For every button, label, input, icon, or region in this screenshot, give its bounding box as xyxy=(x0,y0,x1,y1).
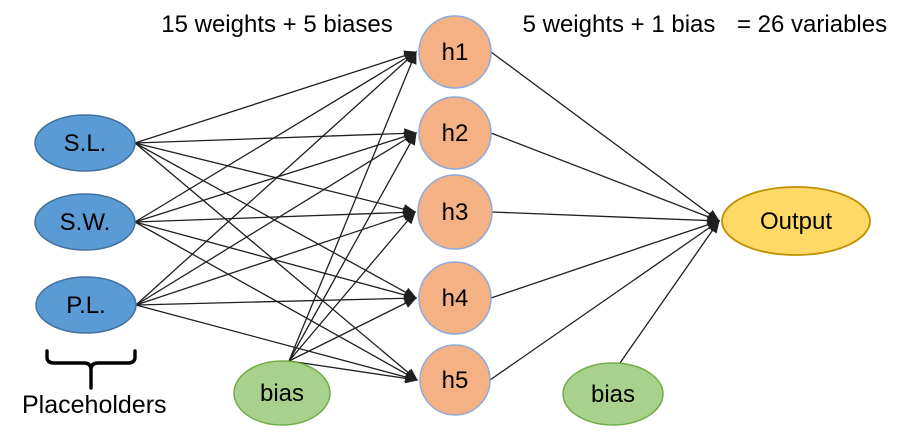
node-label-h2: h2 xyxy=(442,120,469,147)
edge-PL-h3 xyxy=(135,210,417,306)
edge-b1-h4 xyxy=(288,297,418,362)
edge-SW-h3 xyxy=(134,207,417,223)
edge-SW-h4 xyxy=(134,221,418,300)
total-variables: = 26 variables xyxy=(737,11,887,38)
node-h4: h4 xyxy=(418,261,492,335)
hidden-layer-count: 15 weights + 5 biases xyxy=(161,11,392,38)
node-label-h3: h3 xyxy=(442,199,469,226)
output-node-shape xyxy=(721,186,871,256)
edge-SW-h1 xyxy=(134,51,418,223)
node-label-b1: bias xyxy=(260,380,304,407)
edge-h2-out xyxy=(490,132,721,222)
node-h2: h2 xyxy=(418,96,492,170)
node-label-SW: S.W. xyxy=(60,209,111,236)
node-label-h1: h1 xyxy=(442,39,469,66)
edge-SW-h2 xyxy=(134,131,418,223)
hidden-node-shape xyxy=(418,15,492,89)
edge-b1-h3 xyxy=(288,211,416,362)
node-SW: S.W. xyxy=(34,193,136,251)
node-layer: S.L. S.W. P.L. h1 h2 h3 h4 h5 bias bias Output xyxy=(34,15,871,426)
node-b2: bias xyxy=(562,362,664,426)
edge-SL-h5 xyxy=(134,142,418,381)
hidden-node-shape xyxy=(419,344,491,416)
input-node-shape xyxy=(34,114,136,172)
input-node-shape xyxy=(35,276,137,334)
node-h1: h1 xyxy=(418,15,492,89)
output-layer-count: 5 weights + 1 bias xyxy=(523,11,716,38)
edge-PL-h5 xyxy=(135,304,419,383)
edge-SL-h1 xyxy=(134,50,418,144)
node-label-h4: h4 xyxy=(442,285,469,312)
edge-PL-h2 xyxy=(135,132,418,306)
input-node-shape xyxy=(34,193,136,251)
edge-h4-out xyxy=(490,219,721,299)
edge-b2-out xyxy=(619,219,720,364)
bias-node-shape xyxy=(562,362,664,426)
edge-h1-out xyxy=(490,51,721,222)
edge-b1-h2 xyxy=(288,131,417,362)
edge-layer xyxy=(134,50,721,384)
bias-node-shape xyxy=(233,360,331,426)
edge-PL-h1 xyxy=(135,51,417,306)
edge-SL-h4 xyxy=(134,142,418,299)
edge-SL-h2 xyxy=(134,128,418,144)
node-label-out: Output xyxy=(760,208,832,235)
node-PL: P.L. xyxy=(35,276,137,334)
hidden-node-shape xyxy=(418,261,492,335)
node-b1: bias xyxy=(233,360,331,426)
node-label-b2: bias xyxy=(591,381,635,408)
edge-PL-h4 xyxy=(135,293,418,306)
node-h5: h5 xyxy=(419,344,491,416)
node-label-h5: h5 xyxy=(442,367,469,394)
node-out: Output xyxy=(721,186,871,256)
edge-h3-out xyxy=(491,211,721,226)
placeholders-label: Placeholders xyxy=(22,391,167,419)
edge-b1-h1 xyxy=(288,50,417,362)
hidden-node-shape xyxy=(417,174,493,250)
edge-b1-h5 xyxy=(288,360,419,384)
node-label-PL: P.L. xyxy=(66,292,106,319)
node-SL: S.L. xyxy=(34,114,136,172)
placeholders-brace xyxy=(45,349,137,390)
hidden-node-shape xyxy=(418,96,492,170)
node-label-SL: S.L. xyxy=(64,130,107,157)
node-h3: h3 xyxy=(417,174,493,250)
edge-h5-out xyxy=(489,220,721,381)
